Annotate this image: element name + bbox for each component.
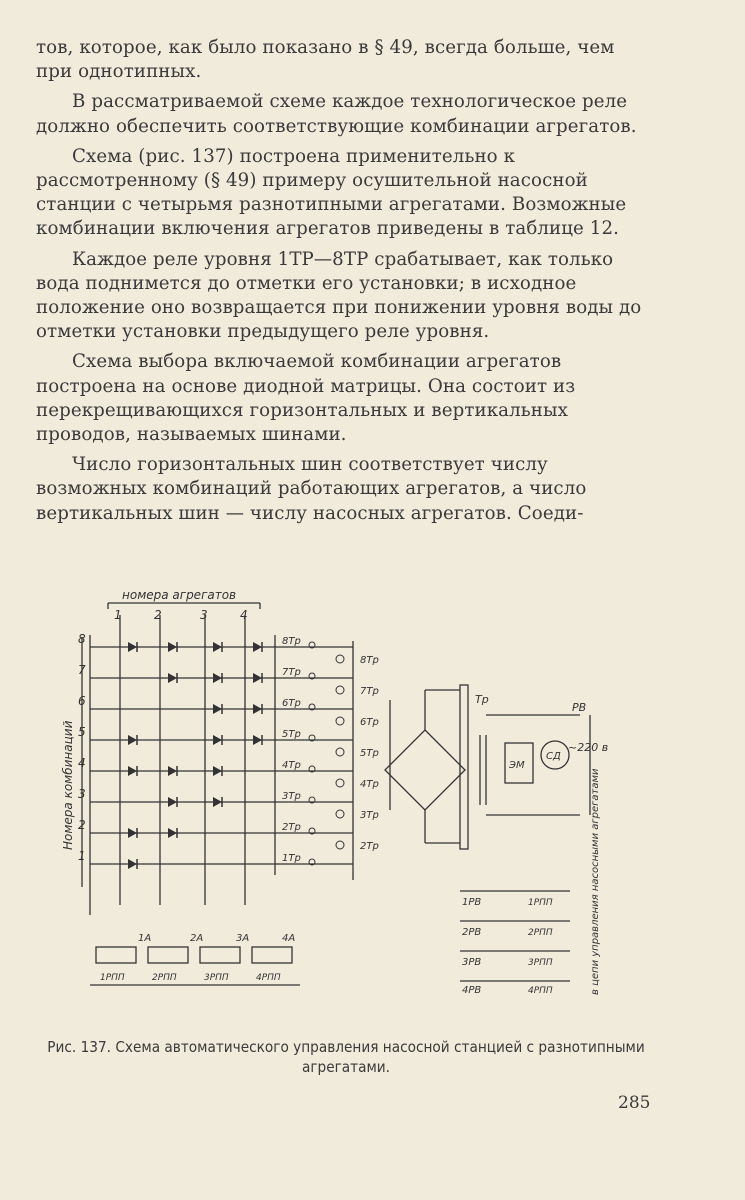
diode: [213, 704, 222, 714]
relay-coil: [335, 778, 345, 788]
row-number: 5: [78, 725, 86, 739]
contact-terminal: [308, 796, 316, 804]
rpp-label: 4РПП: [256, 973, 281, 983]
level-contact-label: 4Тр: [282, 760, 301, 771]
rv-label: РВ: [572, 701, 586, 714]
rpp-label: 3РПП: [204, 973, 229, 983]
sd-label: СД: [546, 751, 561, 762]
rv-contact-label: 3РВ: [462, 957, 481, 968]
diode: [213, 766, 222, 776]
level-contact-label: 2Тр: [282, 822, 301, 833]
paragraph: В рассматриваемой схеме каждое технологи…: [36, 91, 637, 137]
diode: [168, 673, 177, 683]
diode: [213, 735, 222, 745]
rpp-contact-label: 2РПП: [528, 928, 553, 938]
diode: [128, 828, 137, 838]
contact-terminal: [308, 827, 316, 835]
level-contact-label: 7Тр: [282, 667, 301, 678]
figure-caption: Рис. 137. Схема автоматического управлен…: [47, 1038, 645, 1076]
rpp-contact-label: 4РПП: [528, 986, 553, 996]
paragraph: Каждое реле уровня 1ТР—8ТР срабатывает, …: [36, 248, 642, 343]
relay-coil-label: 2Тр: [360, 841, 379, 852]
relay-coil-label: 5Тр: [360, 748, 379, 759]
paragraph: Схема выбора включаемой комбинации агрег…: [36, 351, 576, 446]
diode: [213, 642, 222, 652]
rpp-label: 2РПП: [152, 973, 177, 983]
aggregate-number: 4: [240, 608, 248, 622]
diode: [168, 828, 177, 838]
row-number: 4: [78, 756, 86, 770]
row-number: 6: [78, 694, 86, 708]
page-number: 285: [618, 1093, 651, 1113]
diode: [168, 642, 177, 652]
contact-terminal: [308, 734, 316, 742]
rv-contact-label: 1РВ: [462, 897, 481, 908]
level-contact-label: 3Тр: [282, 791, 301, 802]
aggregate-number: 2: [154, 608, 162, 622]
row-number: 1: [78, 849, 86, 863]
control-circuits-label: в цепи управления насосными агрегатами: [590, 768, 601, 995]
row-number: 2: [78, 818, 86, 832]
relay-coil-label: 6Тр: [360, 717, 379, 728]
rpp-label: 1РПП: [100, 973, 125, 983]
diode: [168, 766, 177, 776]
contact-terminal: [308, 672, 316, 680]
relay-coil: [335, 809, 345, 819]
diode: [168, 797, 177, 807]
rpp-contact-label: 3РПП: [528, 958, 553, 968]
aggregate-number: 1: [114, 608, 122, 622]
contact-terminal: [308, 703, 316, 711]
level-contact-label: 5Тр: [282, 729, 301, 740]
diode: [213, 797, 222, 807]
row-number: 7: [78, 663, 86, 677]
relay-coil: [335, 747, 345, 757]
diode: [253, 642, 262, 652]
diode: [128, 859, 137, 869]
rpp-contact-label: 1РПП: [528, 898, 553, 908]
amp-label: 1А: [138, 933, 151, 944]
aggregate-header: номера агрегатов: [122, 588, 236, 602]
diode: [253, 704, 262, 714]
relay-coil-label: 8Тр: [360, 655, 379, 666]
diode: [128, 766, 137, 776]
contact-terminal: [308, 858, 316, 866]
transformer-label: Тр: [475, 693, 489, 706]
relay-coil: [335, 716, 345, 726]
amp-label: 3А: [236, 933, 249, 944]
combination-axis-label: Номера комбинаций: [61, 720, 75, 850]
row-number: 8: [78, 632, 86, 646]
paragraph: Число горизонтальных шин соответствует ч…: [36, 454, 587, 524]
rv-contact-label: 2РВ: [462, 927, 481, 938]
amp-label: 2А: [190, 933, 203, 944]
diode: [253, 673, 262, 683]
row-number: 3: [78, 787, 86, 801]
rv-contact-label: 4РВ: [462, 985, 481, 996]
relay-coil: [335, 685, 345, 695]
diode: [128, 642, 137, 652]
contact-terminal: [308, 765, 316, 773]
relay-coil-label: 4Тр: [360, 779, 379, 790]
paragraph: тов, которое, как было показано в § 49, …: [36, 37, 615, 83]
body-text: тов, которое, как было показано в § 49, …: [36, 36, 656, 532]
relay-coil-label: 7Тр: [360, 686, 379, 697]
voltage-label: ~220 в: [568, 741, 608, 754]
diode: [213, 673, 222, 683]
paragraph: Схема (рис. 137) построена применительно…: [36, 145, 627, 240]
contact-terminal: [308, 641, 316, 649]
amp-label: 4А: [282, 933, 295, 944]
em-label: ЭМ: [508, 760, 525, 771]
relay-coil: [335, 654, 345, 664]
level-contact-label: 1Тр: [282, 853, 301, 864]
relay-coil: [335, 840, 345, 850]
diode: [128, 735, 137, 745]
level-contact-label: 6Тр: [282, 698, 301, 709]
relay-coil-label: 3Тр: [360, 810, 379, 821]
aggregate-number: 3: [200, 608, 208, 622]
diode: [253, 735, 262, 745]
level-contact-label: 8Тр: [282, 636, 301, 647]
